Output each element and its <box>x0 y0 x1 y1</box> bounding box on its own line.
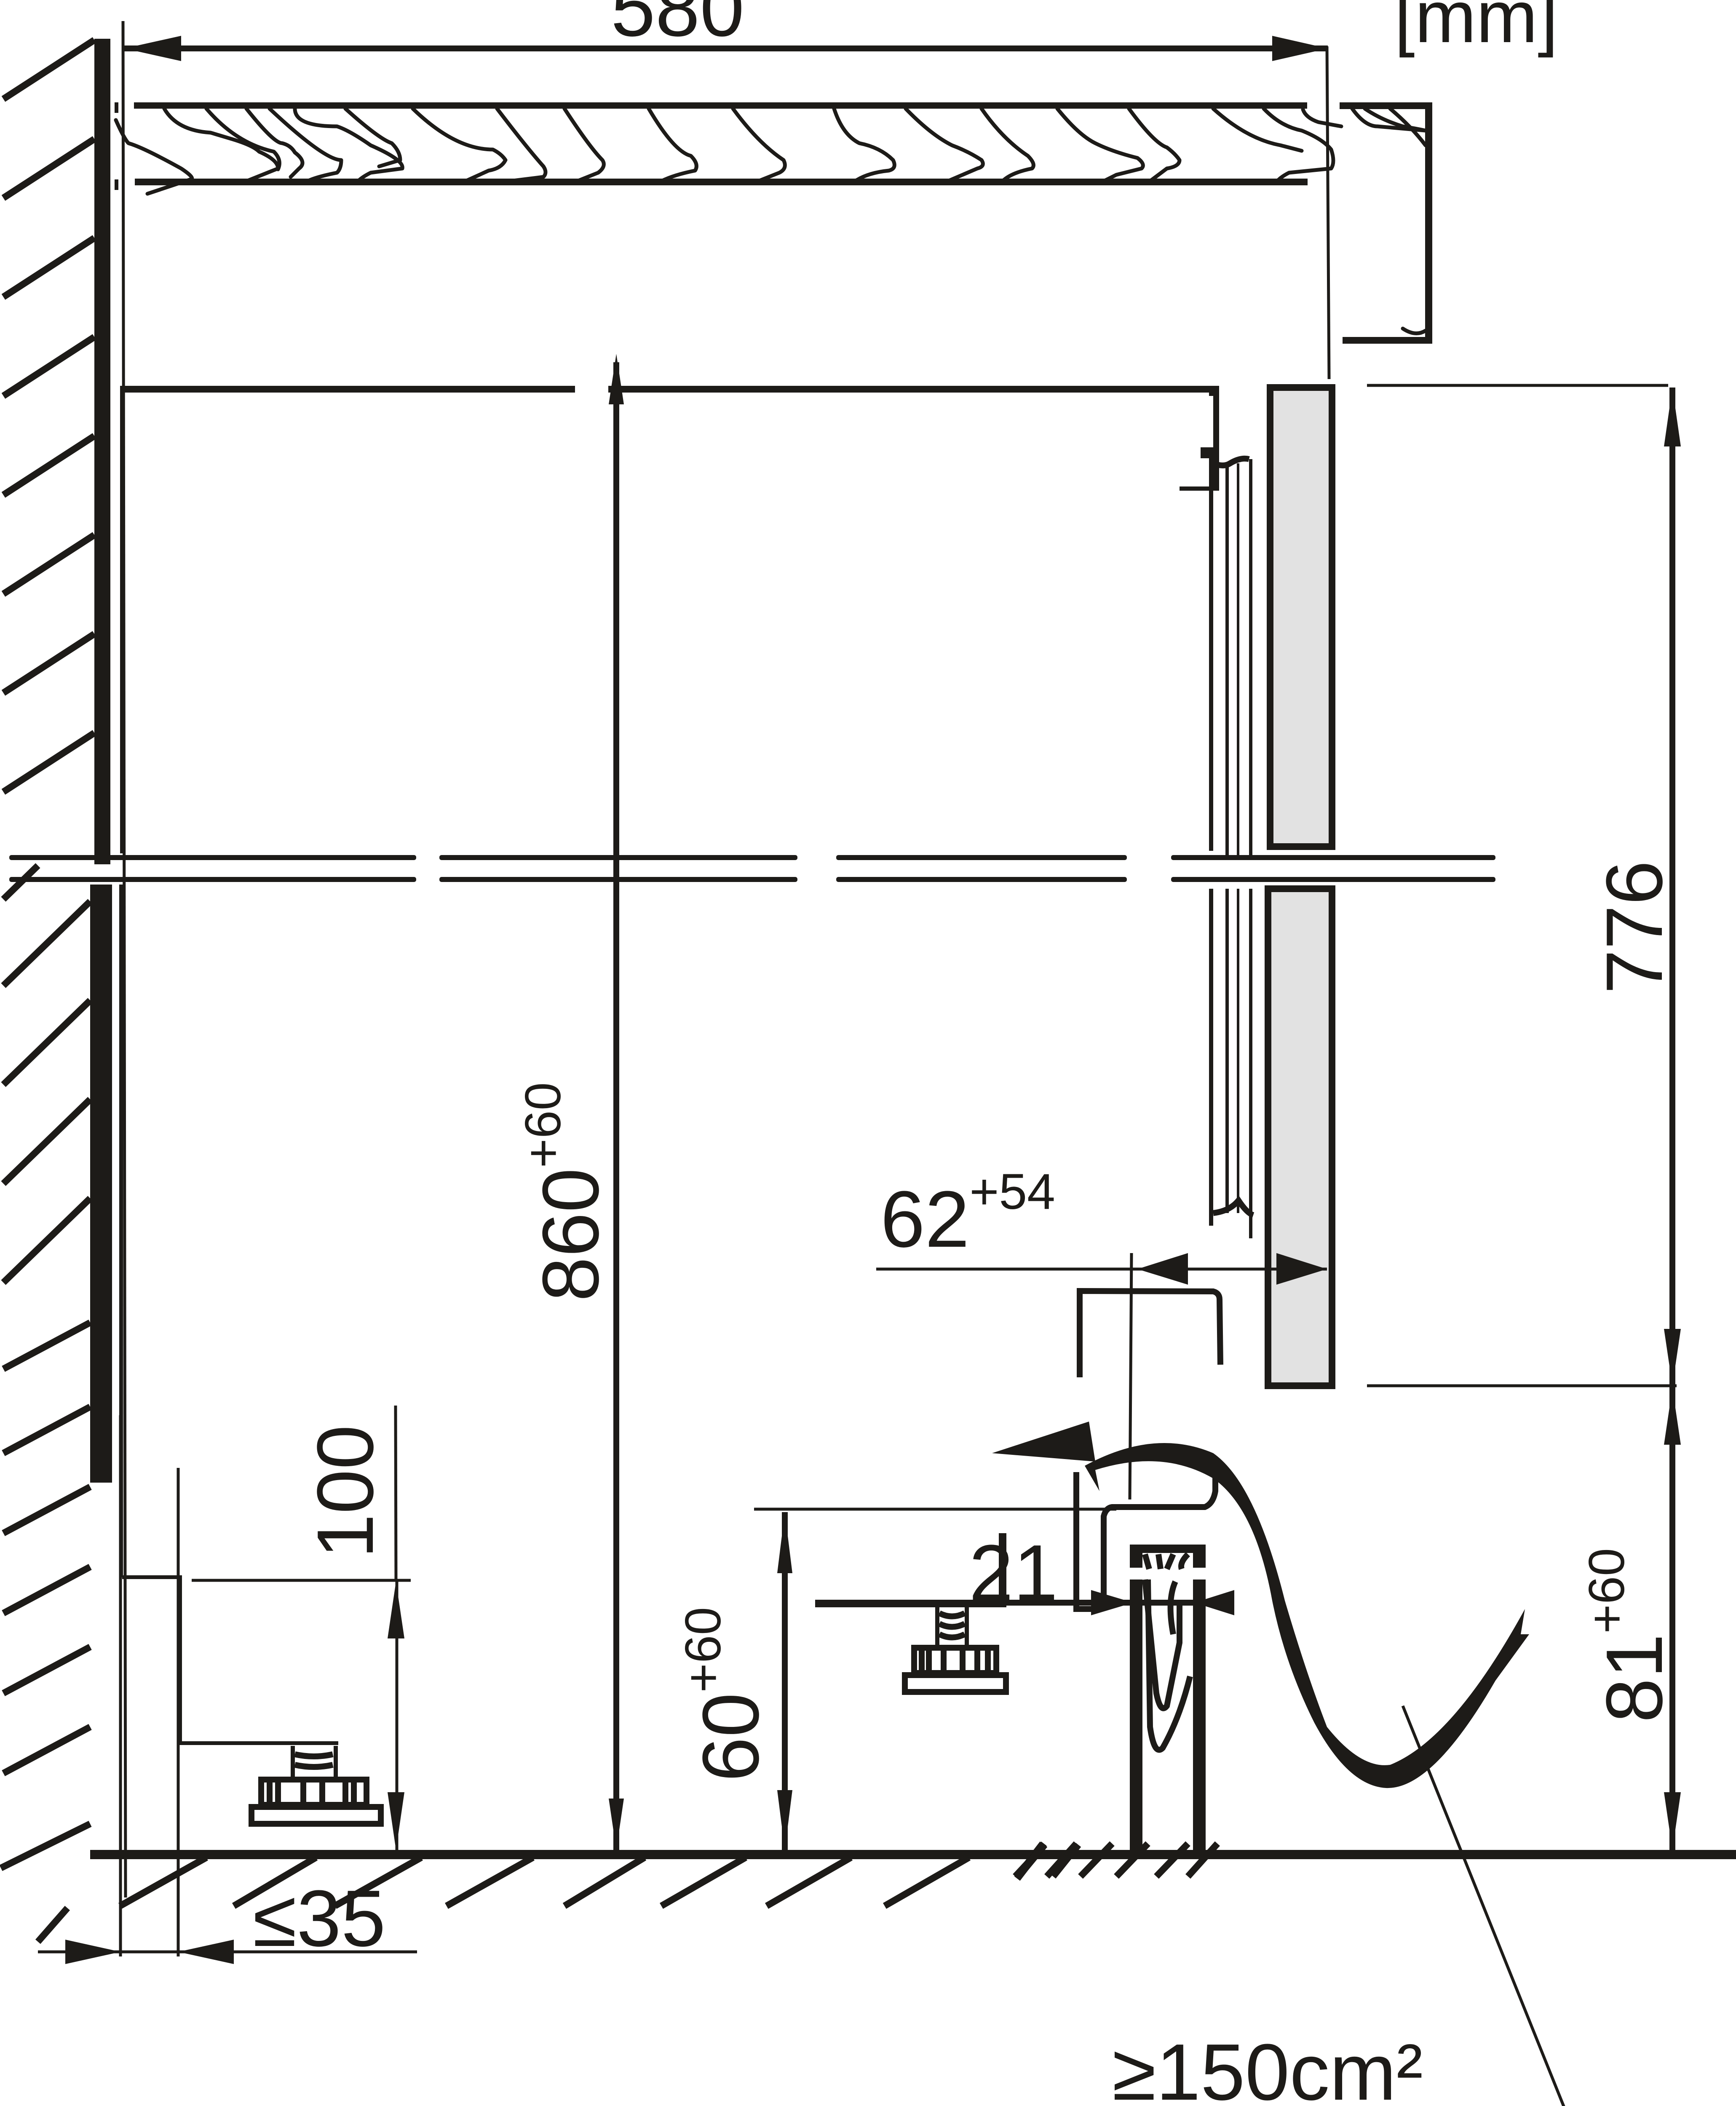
vent-area-leader-line <box>1401 1705 1565 2106</box>
units-label: [mm] <box>1394 0 1558 58</box>
floor <box>35 1841 1736 1944</box>
dimension-rear-clearance-label: ≤35 <box>253 1874 386 1963</box>
dimension-foot-height-label: 60+60 <box>675 1607 776 1782</box>
vent-area-label: ≥150cm² <box>1112 2028 1423 2106</box>
dimension-plinth-height: 81+60 <box>1578 1386 1681 1850</box>
dimension-door-height: 776 <box>1367 384 1681 1387</box>
dimension-gap-label: 21 <box>969 1529 1058 1618</box>
dimension-door-height-label: 776 <box>1590 861 1679 994</box>
dimension-door-offset: 62+54 <box>876 1163 1327 1500</box>
dimension-rear-foot-height: 100 <box>192 1405 411 1850</box>
dimension-plinth-height-label: 81+60 <box>1578 1548 1679 1723</box>
kickboard-plinth <box>1073 1288 1223 1853</box>
dimension-gap: 21 <box>942 1529 1234 1618</box>
dimension-foot-height: 60+60 <box>675 1507 1116 1850</box>
dimension-width-label: 580 <box>611 0 744 53</box>
wall-hatching <box>0 37 96 1871</box>
ventilation-airflow-arrow <box>992 1422 1529 1788</box>
dimension-total-height-label: 860+60 <box>515 1082 615 1302</box>
rear-adjustable-foot <box>249 1746 384 1827</box>
door-front-reference-line <box>1325 46 1331 380</box>
floor-hatching <box>35 1841 1220 1944</box>
furniture-door-panel <box>1265 384 1335 1389</box>
dimension-rear-foot-height-label: 100 <box>301 1425 390 1558</box>
dimension-width: 580 <box>124 0 1328 61</box>
dimension-door-offset-label: 62+54 <box>880 1163 1055 1264</box>
break-lines <box>9 855 1495 882</box>
wooden-worktop <box>114 102 1432 344</box>
dimension-rear-clearance: ≤35 <box>38 1415 417 1964</box>
built-under-appliance <box>119 386 1255 1745</box>
rear-wall <box>0 37 112 1871</box>
wall-reference-line <box>121 21 127 1898</box>
dimension-total-height: 860+60 <box>515 354 624 1850</box>
